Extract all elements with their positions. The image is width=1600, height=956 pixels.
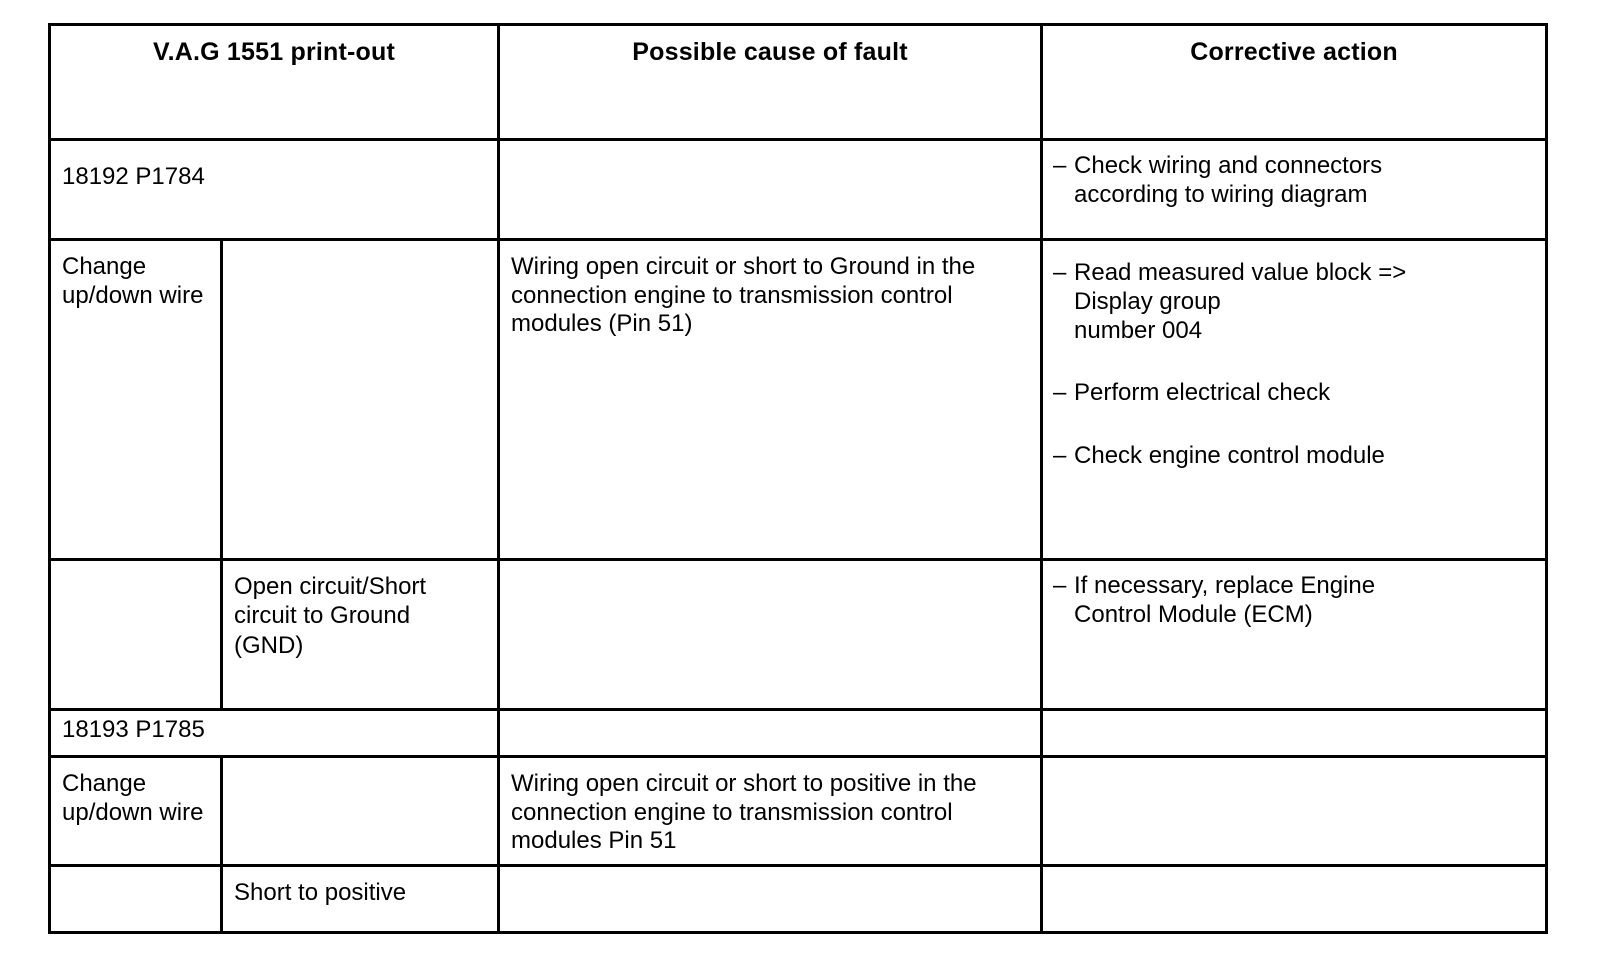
dash-bullet-icon: – [1053, 379, 1067, 407]
printout-label-a [51, 867, 220, 878]
cause-cell: Wiring open circuit or short to Ground i… [497, 238, 1044, 561]
printout-subcell-b: Open circuit/Short circuit to Ground (GN… [219, 558, 501, 711]
cause-text: Wiring open circuit or short to positive… [511, 770, 977, 855]
table-row: Change up/down wire Wiring open circuit … [48, 755, 1549, 867]
empty-spacer [1043, 758, 1545, 759]
table-row: 18192 P1784 – Check wiring and connector… [47, 138, 1549, 241]
printout-label-a [51, 561, 220, 572]
action-item: – Read measured value block => Display g… [1053, 259, 1535, 345]
table-row: Short to positive [48, 864, 1549, 934]
cause-cell [497, 864, 1044, 934]
printout-subcell-a [48, 864, 223, 934]
action-list: – Check wiring and connectors according … [1043, 141, 1545, 210]
action-cell: – Read measured value block => Display g… [1040, 238, 1549, 561]
printout-label-b: Short to positive [234, 879, 407, 906]
action-cell: – If necessary, replace Engine Control M… [1040, 558, 1549, 711]
action-text: Check wiring and connectors according to… [1074, 152, 1383, 208]
action-item: – Check wiring and connectors according … [1053, 152, 1535, 210]
action-cell-empty [1040, 864, 1549, 934]
header-label-action: Corrective action [1190, 38, 1398, 66]
empty-spacer [500, 867, 1040, 868]
printout-label-a: Change up/down wire [62, 253, 204, 310]
header-label-cause: Possible cause of fault [632, 38, 908, 66]
header-cell-printout: V.A.G 1551 print-out [47, 23, 501, 141]
action-list: – Read measured value block => Display g… [1043, 241, 1545, 471]
action-text: If necessary, replace Engine Control Mod… [1074, 572, 1376, 628]
action-text: Read measured value block => Display gro… [1074, 259, 1407, 344]
cause-cell [497, 558, 1044, 711]
action-item: – If necessary, replace Engine Control M… [1053, 572, 1535, 630]
printout-subcell-b [219, 238, 501, 561]
cause-cell: Wiring open circuit or short to positive… [497, 755, 1044, 867]
fault-code-cell: 18193 P1785 [47, 708, 501, 758]
empty-spacer [500, 141, 1040, 142]
action-cell-empty [1040, 708, 1549, 758]
table-row: Change up/down wire Wiring open circuit … [48, 238, 1549, 561]
printout-subcell-b: Short to positive [219, 864, 501, 934]
printout-subcell-a: Change up/down wire [48, 755, 223, 867]
fault-code-table: V.A.G 1551 print-out Possible cause of f… [47, 23, 1549, 934]
printout-subcell-a [48, 558, 223, 711]
table-header-row: V.A.G 1551 print-out Possible cause of f… [47, 23, 1549, 141]
printout-subcell-a: Change up/down wire [48, 238, 223, 561]
dash-bullet-icon: – [1053, 572, 1067, 599]
action-text: Check engine control module [1074, 442, 1385, 470]
empty-spacer [1043, 867, 1545, 868]
dash-bullet-icon: – [1053, 152, 1067, 179]
action-item: – Check engine control module [1053, 442, 1535, 471]
fault-code-cell: 18192 P1784 [47, 138, 501, 241]
empty-spacer [1043, 711, 1545, 712]
printout-label-b [223, 758, 497, 769]
cause-text: Wiring open circuit or short to Ground i… [511, 253, 976, 338]
cause-cell-empty [497, 708, 1044, 758]
action-text: Perform electrical check [1074, 379, 1331, 407]
cause-cell-empty [497, 138, 1044, 241]
printout-subcell-b [219, 755, 501, 867]
empty-spacer [500, 711, 1040, 712]
header-label-printout: V.A.G 1551 print-out [153, 38, 396, 66]
printout-label-b: Open circuit/Short circuit to Ground (GN… [234, 573, 427, 659]
header-cell-cause: Possible cause of fault [497, 23, 1044, 141]
printout-label-b [223, 241, 497, 252]
action-cell: – Check wiring and connectors according … [1040, 138, 1549, 241]
table-row: 18193 P1785 [47, 708, 1549, 758]
fault-code-text: 18193 P1785 [62, 716, 205, 743]
cause-text [500, 561, 1040, 573]
printout-label-a: Change up/down wire [62, 770, 204, 827]
fault-code-text: 18192 P1784 [62, 163, 205, 190]
action-list: – If necessary, replace Engine Control M… [1043, 561, 1545, 630]
header-cell-action: Corrective action [1040, 23, 1549, 141]
dash-bullet-icon: – [1053, 442, 1067, 470]
action-item: – Perform electrical check [1053, 379, 1535, 408]
action-cell-empty [1040, 755, 1549, 867]
dash-bullet-icon: – [1053, 259, 1067, 286]
table-row: Open circuit/Short circuit to Ground (GN… [48, 558, 1549, 711]
